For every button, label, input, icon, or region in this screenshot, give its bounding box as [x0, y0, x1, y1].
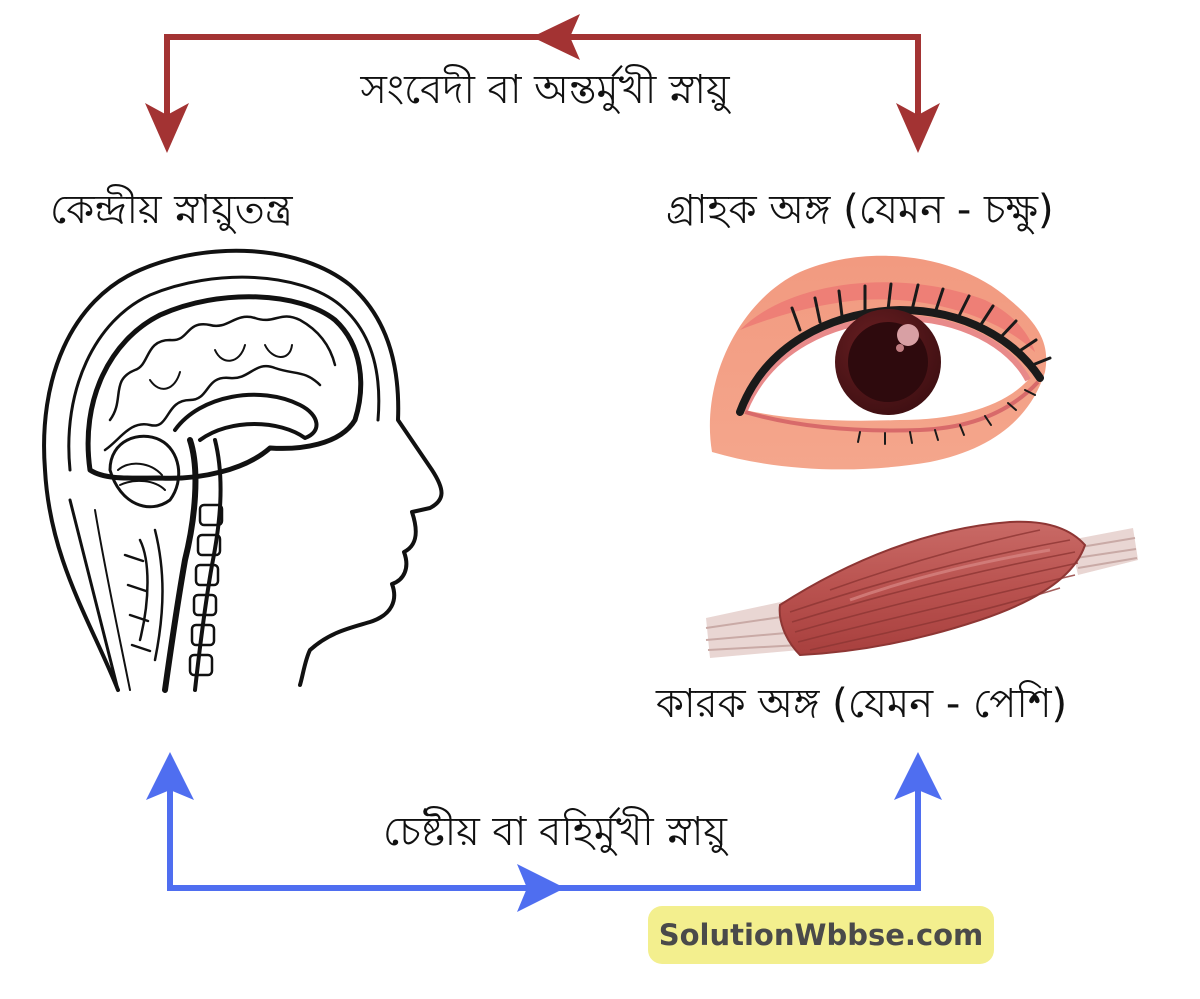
effector-organ-label: কারক অঙ্গ (যেমন - পেশি): [656, 681, 1068, 727]
sensory-arrowhead-down-left: [145, 103, 189, 153]
sensory-arrowhead-down-right: [896, 103, 940, 153]
cns-label: কেন্দ্রীয় স্নায়ুতন্ত্র: [50, 187, 293, 233]
motor-arrowhead-up-left: [146, 752, 194, 800]
motor-arrowhead-up-right: [894, 752, 942, 800]
watermark-badge: SolutionWbbse.com: [648, 906, 994, 964]
sensory-nerve-arrow: [145, 14, 940, 153]
sensory-nerve-label: সংবেদী বা অন্তর্মুখী স্নায়ু: [360, 67, 730, 113]
motor-nerve-arrow: [146, 752, 942, 912]
muscle-icon: [705, 520, 1138, 658]
brain-head-icon: [42, 248, 444, 693]
receptor-organ-label: গ্রাহক অঙ্গ (যেমন - চক্ষু): [666, 187, 1054, 233]
eye-icon: [709, 255, 1052, 470]
sensory-arrowhead-left: [532, 14, 580, 60]
motor-nerve-label: চেষ্টীয় বা বহির্মুখী স্নায়ু: [383, 809, 727, 855]
motor-arrowhead-right: [517, 864, 565, 912]
